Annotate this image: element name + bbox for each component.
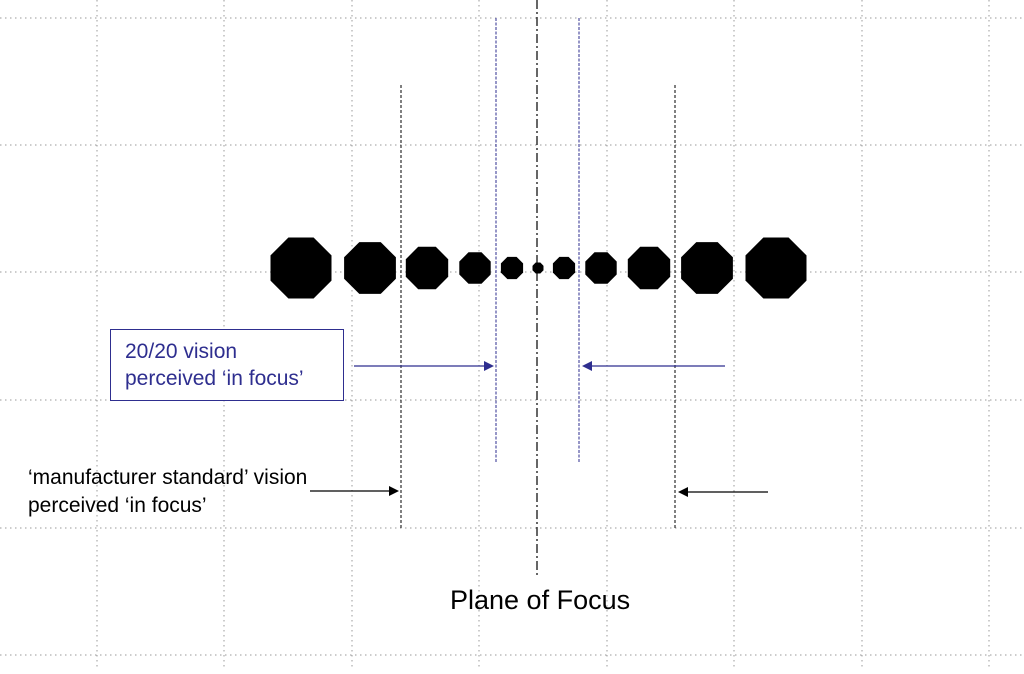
circle-of-confusion-1 — [270, 237, 332, 299]
black-label-line-2: perceived ‘in focus’ — [28, 494, 207, 517]
blue-label: 20/20 vision perceived ‘in focus’ — [125, 338, 304, 392]
circles-of-confusion — [270, 237, 807, 299]
circle-of-confusion-5 — [500, 256, 524, 280]
black-label: ‘manufacturer standard’ vision perceived… — [28, 464, 307, 520]
circle-of-confusion-3 — [405, 246, 449, 290]
circle-of-confusion-6 — [532, 262, 544, 274]
blue-label-box — [110, 329, 344, 401]
circle-of-confusion-4 — [459, 252, 491, 284]
circle-of-confusion-11 — [745, 237, 807, 299]
black-arrowhead-right — [678, 487, 688, 497]
circle-of-confusion-7 — [552, 256, 576, 280]
blue-arrowhead-left — [484, 361, 494, 371]
circle-of-confusion-8 — [585, 252, 617, 284]
blue-label-line-1: 20/20 vision — [125, 340, 238, 363]
black-arrows — [310, 486, 768, 497]
circle-of-confusion-2 — [344, 242, 396, 294]
circle-of-confusion-9 — [627, 246, 671, 290]
plane-of-focus-label: Plane of Focus — [450, 585, 631, 615]
black-label-line-1: ‘manufacturer standard’ vision — [28, 466, 308, 489]
circle-of-confusion-10 — [681, 242, 733, 294]
black-arrowhead-left — [389, 486, 399, 496]
blue-arrowhead-right — [582, 361, 592, 371]
blue-label-line-2: perceived ‘in focus’ — [125, 367, 304, 390]
blue-arrows — [354, 361, 725, 371]
